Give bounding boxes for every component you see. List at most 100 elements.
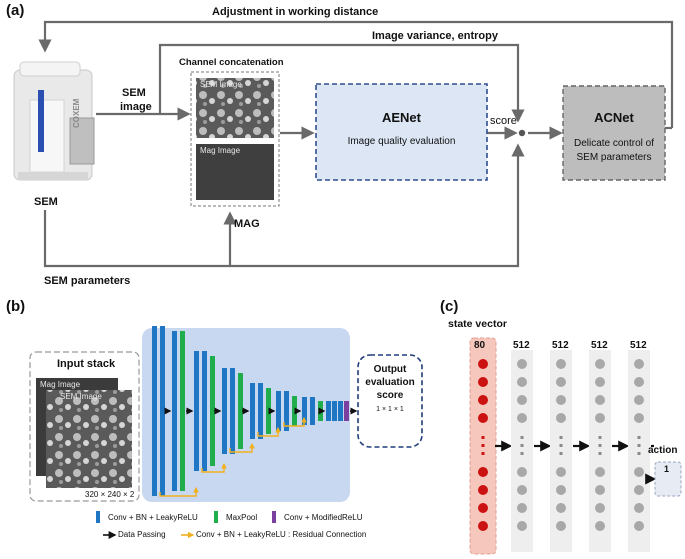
sem-image-label-2: image xyxy=(120,101,152,113)
layer-bar xyxy=(332,401,337,421)
output-frame xyxy=(357,354,423,448)
adjustment-arrow xyxy=(38,20,674,128)
hidden-node xyxy=(556,521,566,531)
sem-label: SEM xyxy=(34,196,58,208)
sem-tile-label: SEM Image xyxy=(200,80,242,89)
mag-image-tile xyxy=(196,144,274,200)
aenet-box xyxy=(315,83,488,181)
hidden-node xyxy=(556,359,566,369)
sem-instrument-icon xyxy=(13,61,95,181)
network-layers xyxy=(152,326,358,497)
residual-connection xyxy=(257,426,281,437)
panel-a-label: (a) xyxy=(6,2,25,19)
output-label-1: Output xyxy=(373,364,407,375)
layer-bar xyxy=(238,373,243,449)
ellipsis-dot xyxy=(637,452,641,455)
layer-bar xyxy=(194,351,199,471)
acnet-box xyxy=(562,85,666,181)
state-node xyxy=(478,395,488,405)
hidden-node xyxy=(634,413,644,423)
hidden-node xyxy=(595,359,605,369)
hidden-node xyxy=(556,503,566,513)
hidden-node xyxy=(634,359,644,369)
hidden-node xyxy=(556,413,566,423)
hidden-node xyxy=(595,413,605,423)
layer-bar xyxy=(222,368,227,454)
sem-image-label-1: SEM xyxy=(122,87,146,99)
hidden-node xyxy=(634,377,644,387)
hidden-node xyxy=(634,485,644,495)
ellipsis-dot xyxy=(559,436,563,439)
hidden-node xyxy=(595,395,605,405)
variance-label: Image variance, entropy xyxy=(372,30,498,42)
hidden-node xyxy=(595,467,605,477)
layer-bar xyxy=(160,326,165,496)
state-node xyxy=(478,503,488,513)
panel-c-label: (c) xyxy=(440,298,459,315)
ellipsis-dot xyxy=(637,444,641,447)
hidden-node xyxy=(556,467,566,477)
sum-node xyxy=(518,129,526,137)
sem-stack-tile xyxy=(46,390,132,488)
hidden-layer-column xyxy=(511,350,533,552)
acnet-title: ACNet xyxy=(594,110,634,125)
maxpool-swatch xyxy=(214,511,218,523)
state-node xyxy=(478,413,488,423)
legend-modrelu: Conv + ModifiedReLU xyxy=(272,511,362,523)
mag-stack-label: Mag Image xyxy=(40,380,81,389)
sem-image-tile xyxy=(196,78,274,138)
ellipsis-dot xyxy=(559,452,563,455)
adjustment-label: Adjustment in working distance xyxy=(212,6,379,18)
layer-bar xyxy=(276,391,281,431)
ellipsis-dot xyxy=(481,444,485,447)
hidden-node xyxy=(517,485,527,495)
layer-bar xyxy=(310,397,315,425)
score-label: score xyxy=(490,115,517,127)
legend-maxpool-label: MaxPool xyxy=(226,512,258,522)
layer-bar xyxy=(344,401,349,421)
residual-connection xyxy=(159,486,199,497)
hidden-node xyxy=(556,485,566,495)
layer-size-label: 512 xyxy=(591,340,608,351)
ellipsis-dot xyxy=(598,444,602,447)
hidden-node xyxy=(517,359,527,369)
layer-bar xyxy=(250,383,255,439)
panel-b-label: (b) xyxy=(6,298,26,315)
hidden-node xyxy=(595,485,605,495)
hidden-node xyxy=(634,503,644,513)
layer-bar xyxy=(302,397,307,425)
aenet-subtitle: Image quality evaluation xyxy=(347,136,456,147)
hidden-node xyxy=(634,467,644,477)
action-label: action xyxy=(648,445,678,456)
legend-passing: Data Passing xyxy=(118,530,166,539)
layer-size-label: 512 xyxy=(630,340,647,351)
ellipsis-dot xyxy=(598,436,602,439)
input-stack-frame xyxy=(29,351,140,502)
conv-swatch xyxy=(96,511,100,523)
hidden-node xyxy=(517,521,527,531)
legend-modrelu-label: Conv + ModifiedReLU xyxy=(284,512,363,522)
layer-bar xyxy=(258,383,263,439)
layer-size-label: 512 xyxy=(513,340,530,351)
hidden-node xyxy=(595,503,605,513)
mlp-network xyxy=(478,350,673,552)
state-node xyxy=(478,377,488,387)
ellipsis-dot xyxy=(520,452,524,455)
aenet-title: AENet xyxy=(381,110,421,125)
hidden-node xyxy=(556,395,566,405)
action-frame xyxy=(654,461,682,497)
state-vector-label: state vector xyxy=(448,318,507,330)
layer-size-label: 512 xyxy=(552,340,569,351)
residual-connection xyxy=(201,462,227,473)
hidden-layer-column xyxy=(550,350,572,552)
hidden-node xyxy=(595,521,605,531)
sem-stack-label: SEM Image xyxy=(60,392,102,401)
brand-logo: COXEM xyxy=(72,98,81,128)
acnet-subtitle-1: Delicate control of xyxy=(573,138,655,149)
output-label-2: evaluation xyxy=(365,377,415,388)
output-dims: 1 × 1 × 1 xyxy=(376,406,404,413)
hidden-node xyxy=(634,521,644,531)
ellipsis-dot xyxy=(481,452,485,455)
